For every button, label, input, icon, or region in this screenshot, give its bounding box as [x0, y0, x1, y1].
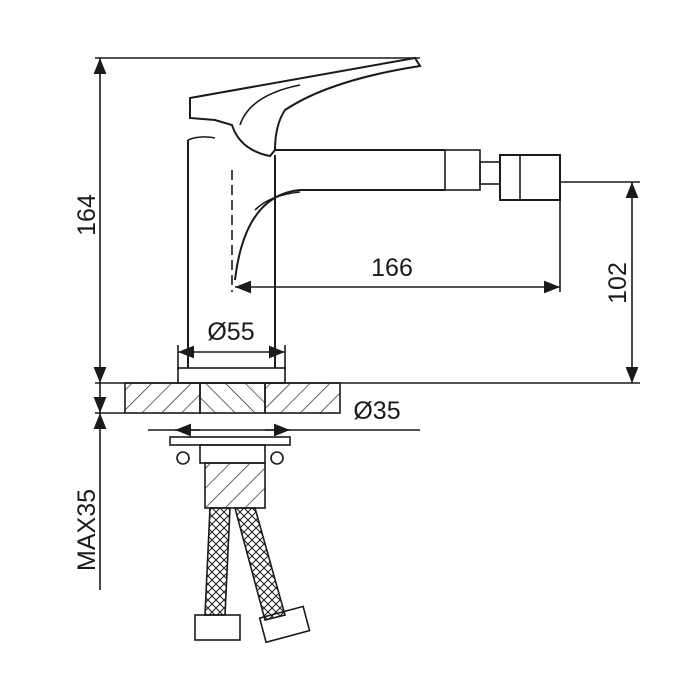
- hose-left: [204, 507, 231, 616]
- hose-nut-right: [258, 605, 311, 644]
- spout-contour: [254, 191, 301, 211]
- spout: [234, 149, 445, 281]
- spout-height-label: 102: [604, 262, 632, 304]
- stud-right: [270, 451, 284, 465]
- hose-nut-left: [194, 614, 241, 641]
- nozzle: [499, 154, 561, 201]
- stud-left: [176, 451, 190, 465]
- base-flange: [177, 367, 286, 384]
- washer: [169, 436, 291, 446]
- spout-end: [444, 149, 481, 191]
- shank-lower: [204, 462, 266, 509]
- hole-diameter-label: Ø35: [353, 397, 400, 425]
- counter-section-left: [124, 382, 201, 414]
- faucet-body: [187, 140, 276, 368]
- body-top: [187, 136, 216, 141]
- total-height-label: 164: [73, 194, 101, 236]
- swivel-joint: [479, 161, 501, 185]
- base-diameter-label: Ø55: [207, 318, 254, 346]
- spout-reach-label: 166: [371, 254, 413, 282]
- lever-handle: [189, 56, 422, 158]
- fixing-nut: [199, 444, 266, 464]
- max-thickness-label: MAX35: [73, 489, 101, 571]
- counter-section-right: [264, 382, 341, 414]
- shank-section: [199, 382, 266, 414]
- hose-right: [233, 507, 286, 621]
- lever-contour: [239, 84, 301, 126]
